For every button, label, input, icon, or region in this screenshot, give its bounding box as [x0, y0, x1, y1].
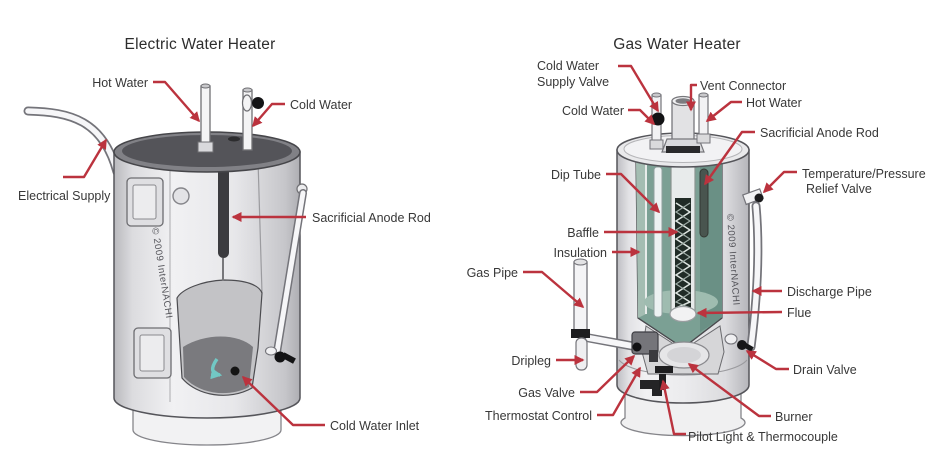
label-baffle: Baffle	[567, 226, 599, 240]
upper-access-panel	[126, 177, 164, 227]
discharge-pipe-gas	[746, 201, 763, 352]
label-drain-valve: Drain Valve	[793, 363, 857, 377]
drain-knob-electric	[274, 351, 286, 363]
flue-with-baffle	[669, 163, 697, 323]
label-pilot-light-thermocouple: Pilot Light & Thermocouple	[688, 430, 838, 444]
electric-water-heater-diagram: Electric Water Heater	[18, 36, 431, 446]
label-cold-water-gas: Cold Water	[562, 104, 624, 118]
gas-pipe-assembly	[571, 258, 673, 390]
label-temperature-pressure-2: Relief Valve	[806, 182, 872, 196]
lower-access-panel	[133, 327, 172, 379]
label-flue: Flue	[787, 306, 811, 320]
label-gas-valve: Gas Valve	[518, 386, 575, 400]
tp-relief-valve	[742, 188, 764, 206]
baffle	[674, 202, 692, 309]
label-sacrificial-anode-rod-gas: Sacrificial Anode Rod	[760, 126, 879, 140]
label-discharge-pipe: Discharge Pipe	[787, 285, 872, 299]
dip-tube	[653, 166, 663, 318]
label-burner: Burner	[775, 410, 813, 424]
label-temperature-pressure-1: Temperature/Pressure	[802, 167, 926, 181]
label-insulation: Insulation	[553, 246, 607, 260]
element-boss	[172, 187, 190, 205]
anode-rod-slot	[218, 162, 229, 258]
label-cold-water-supply-valve-1: Cold Water	[537, 59, 599, 73]
electrical-supply-conduit	[23, 106, 122, 177]
hot-water-pipe-electric	[197, 83, 214, 153]
label-thermostat-control: Thermostat Control	[485, 409, 592, 423]
cold-water-pipe-electric	[241, 87, 264, 151]
valve-handle	[241, 94, 253, 112]
valve-knob	[252, 97, 264, 109]
hot-water-pipe-gas	[696, 92, 711, 144]
label-sacrificial-anode-rod-electric: Sacrificial Anode Rod	[312, 211, 431, 225]
insulation-left	[636, 162, 646, 318]
gas-water-heater-diagram: Gas Water Heater	[467, 36, 926, 444]
vent-connector	[661, 95, 705, 153]
gas-title: Gas Water Heater	[613, 36, 741, 53]
label-hot-water-electric: Hot Water	[92, 76, 148, 90]
label-gas-pipe: Gas Pipe	[467, 266, 518, 280]
label-dripleg: Dripleg	[511, 354, 551, 368]
gas-pipe	[573, 261, 588, 333]
label-electrical-supply: Electrical Supply	[18, 189, 111, 203]
electric-labels: Hot Water Cold Water Electrical Supply S…	[18, 76, 431, 433]
label-dip-tube: Dip Tube	[551, 168, 601, 182]
label-cold-water-electric: Cold Water	[290, 98, 352, 112]
label-vent-connector: Vent Connector	[700, 79, 786, 93]
combustion-chamber	[640, 325, 725, 396]
cold-water-inlet-detail	[210, 357, 240, 380]
dripleg	[575, 337, 588, 371]
electric-cutaway	[176, 279, 263, 396]
discharge-pipe-electric	[264, 183, 308, 364]
gas-tank: © 2009 InterNACHI	[616, 132, 750, 437]
flue-bottom	[669, 305, 697, 323]
thermostat-control	[632, 342, 642, 352]
electric-tank: © 2009 InterNACHI	[113, 131, 301, 446]
label-hot-water-gas: Hot Water	[746, 96, 802, 110]
label-cold-water-supply-valve-2: Supply Valve	[537, 75, 609, 89]
gas-labels: Cold Water Supply Valve Vent Connector H…	[467, 59, 926, 444]
electric-title: Electric Water Heater	[125, 36, 276, 53]
label-cold-water-inlet: Cold Water Inlet	[330, 419, 420, 433]
pilot-light	[655, 366, 673, 373]
drain-valve-gas	[724, 333, 754, 352]
anode-rod-gas	[699, 168, 709, 238]
inlet-port	[230, 366, 240, 376]
